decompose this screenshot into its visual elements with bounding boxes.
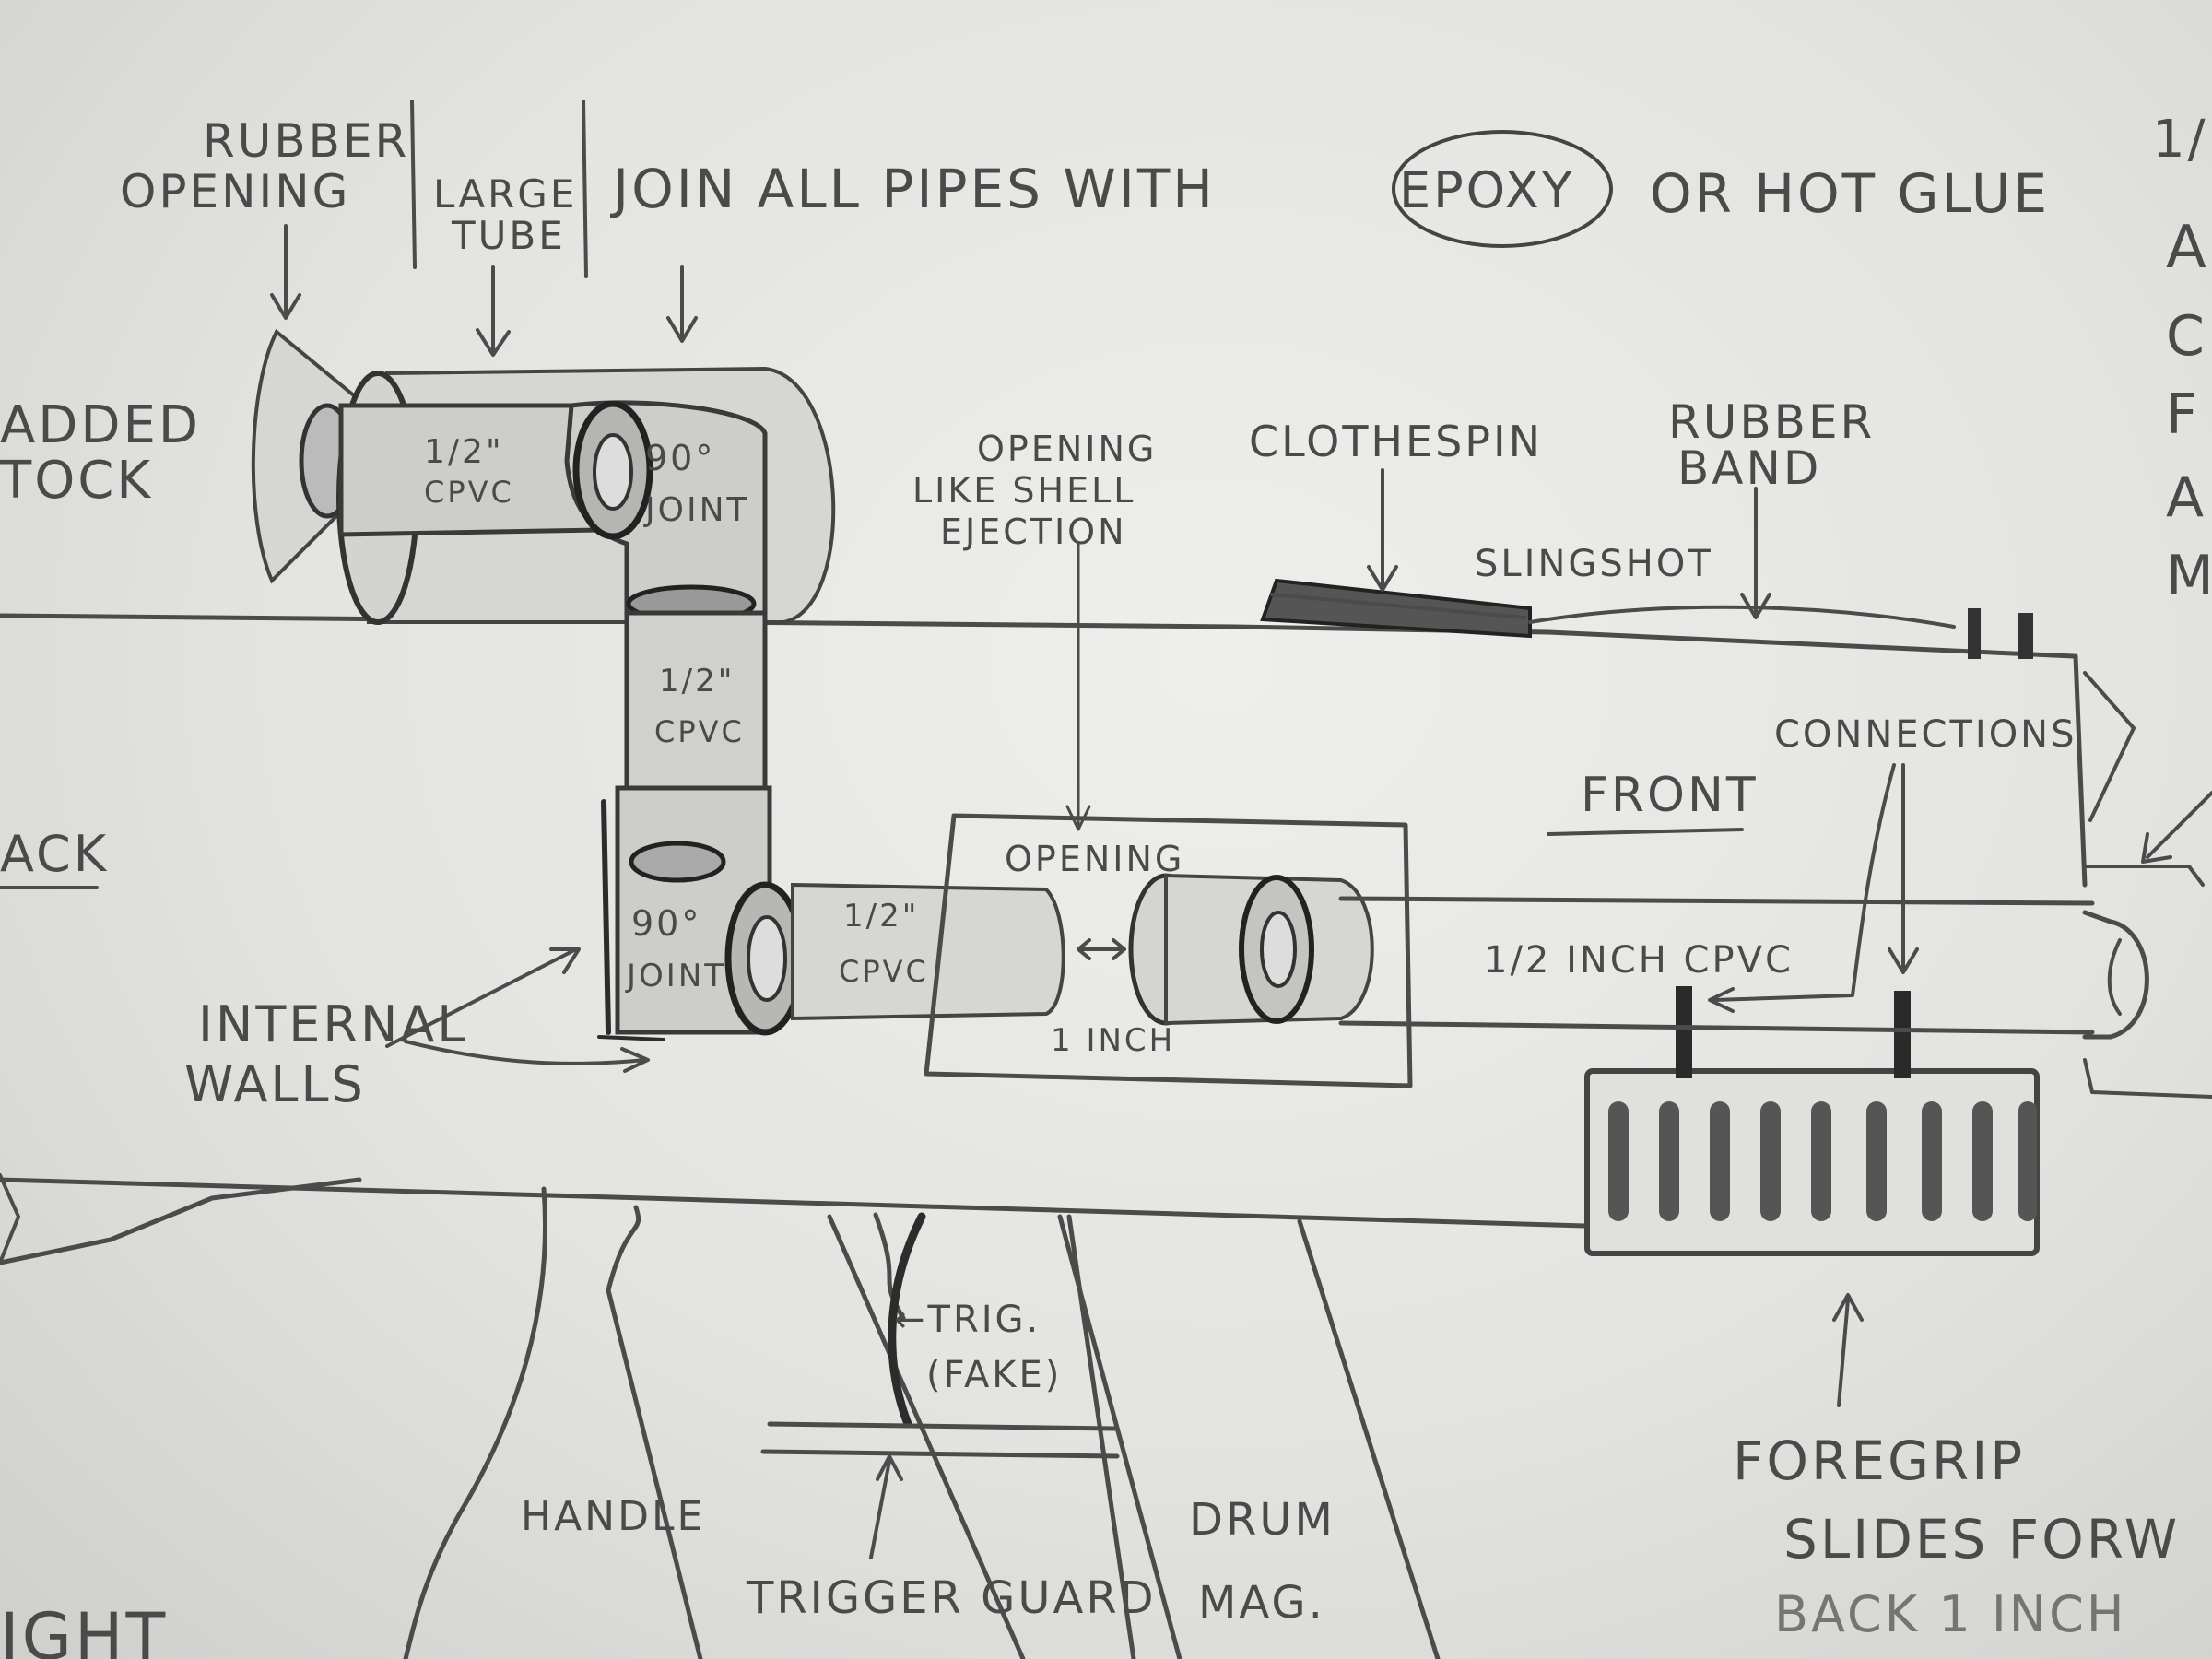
label-bottom-cpvc-1: 1/2" (843, 898, 919, 935)
label-right-edge-4: F (2166, 382, 2201, 447)
label-large-tube-2: TUBE (451, 213, 566, 258)
label-slingshot: SLINGSHOT (1475, 543, 1713, 585)
label-rubber-band-2: BAND (1677, 441, 1821, 495)
label-right-edge-3: C (2166, 304, 2207, 369)
label-opening-box: OPENING (1005, 839, 1184, 879)
label-connections: CONNECTIONS (1774, 713, 2077, 756)
label-trigger-2: (FAKE) (926, 1354, 1062, 1396)
vertical-half-inch-pipe (624, 610, 768, 800)
label-top-joint-2: JOINT (643, 491, 750, 529)
label-foregrip-1: FOREGRIP (1733, 1430, 2025, 1492)
label-foregrip-3: BACK 1 INCH (1774, 1585, 2126, 1643)
label-join-epoxy: EPOXY (1399, 161, 1575, 219)
label-trigger-guard: TRIGGER GUARD (746, 1572, 1157, 1624)
label-clothespin: CLOTHESPIN (1249, 417, 1543, 466)
label-gap: 1 INCH (1051, 1022, 1175, 1059)
bottom-90-joint (615, 785, 806, 1036)
label-bottom-joint-2: JOINT (625, 958, 726, 994)
label-join-post: OR HOT GLUE (1650, 162, 2050, 225)
label-barrel: 1/2 INCH CPVC (1484, 939, 1794, 982)
label-trigger-1: ←TRIG. (894, 1299, 1041, 1341)
label-bottom-cpvc-2: CPVC (839, 954, 929, 989)
foregrip-ribs (1608, 1101, 2037, 1221)
label-opening-like-1: OPENING (977, 429, 1157, 469)
label-right-edge-2: A (2166, 214, 2209, 282)
label-drum-mag-1: DRUM (1189, 1494, 1335, 1546)
label-opening-like-3: EJECTION (940, 512, 1127, 552)
label-front: FRONT (1581, 768, 1759, 823)
grip-assembly (403, 1186, 1441, 1659)
label-join-pre: JOIN ALL PIPES WITH (610, 158, 1216, 220)
label-rubber-band-1: RUBBER (1668, 395, 1875, 449)
label-top-cpvc-2: CPVC (424, 475, 514, 510)
label-right-edge-1: 1/ (2152, 110, 2208, 170)
ejection-opening-box (924, 813, 1413, 1088)
label-vertical-cpvc-2: CPVC (654, 714, 745, 749)
label-rubber-opening-1: RUBBER (203, 114, 409, 168)
label-added-stock-1: ADDED (0, 395, 201, 455)
label-opening-like-2: LIKE SHELL (912, 470, 1135, 511)
label-right-edge-5: A (2166, 465, 2206, 530)
label-vertical-cpvc-1: 1/2" (659, 663, 735, 700)
label-top-cpvc-1: 1/2" (424, 433, 504, 471)
label-large-tube-1: LARGE (433, 171, 577, 217)
label-rubber-opening-2: OPENING (120, 165, 350, 218)
barrel-half-inch-cpvc (1338, 896, 2149, 1040)
label-top-joint-1: 90° (645, 438, 715, 478)
label-added-stock-2: TOCK (0, 451, 153, 511)
label-bottom-joint-1: 90° (631, 903, 701, 944)
foregrip (1584, 986, 2040, 1256)
label-back: ACK (0, 825, 109, 883)
epoxy-circle (1392, 130, 1613, 248)
leader-arrows (270, 100, 2212, 1559)
label-internal-walls-2: WALLS (184, 1055, 366, 1113)
label-bottom-left: IGHT (0, 1599, 168, 1659)
label-right-edge-6: M (2166, 544, 2212, 608)
label-drum-mag-2: MAG. (1198, 1577, 1325, 1629)
bottom-half-inch-pipe (791, 882, 1065, 1021)
front-underline (1547, 828, 1744, 836)
label-handle: HANDLE (521, 1493, 705, 1540)
clothespin-slingshot (1260, 578, 2033, 659)
label-foregrip-2: SLIDES FORW (1783, 1508, 2180, 1571)
label-internal-walls-1: INTERNAL (198, 995, 467, 1053)
annotation-labels: RUBBER OPENING LARGE TUBE JOIN ALL PIPES… (0, 110, 2212, 1659)
